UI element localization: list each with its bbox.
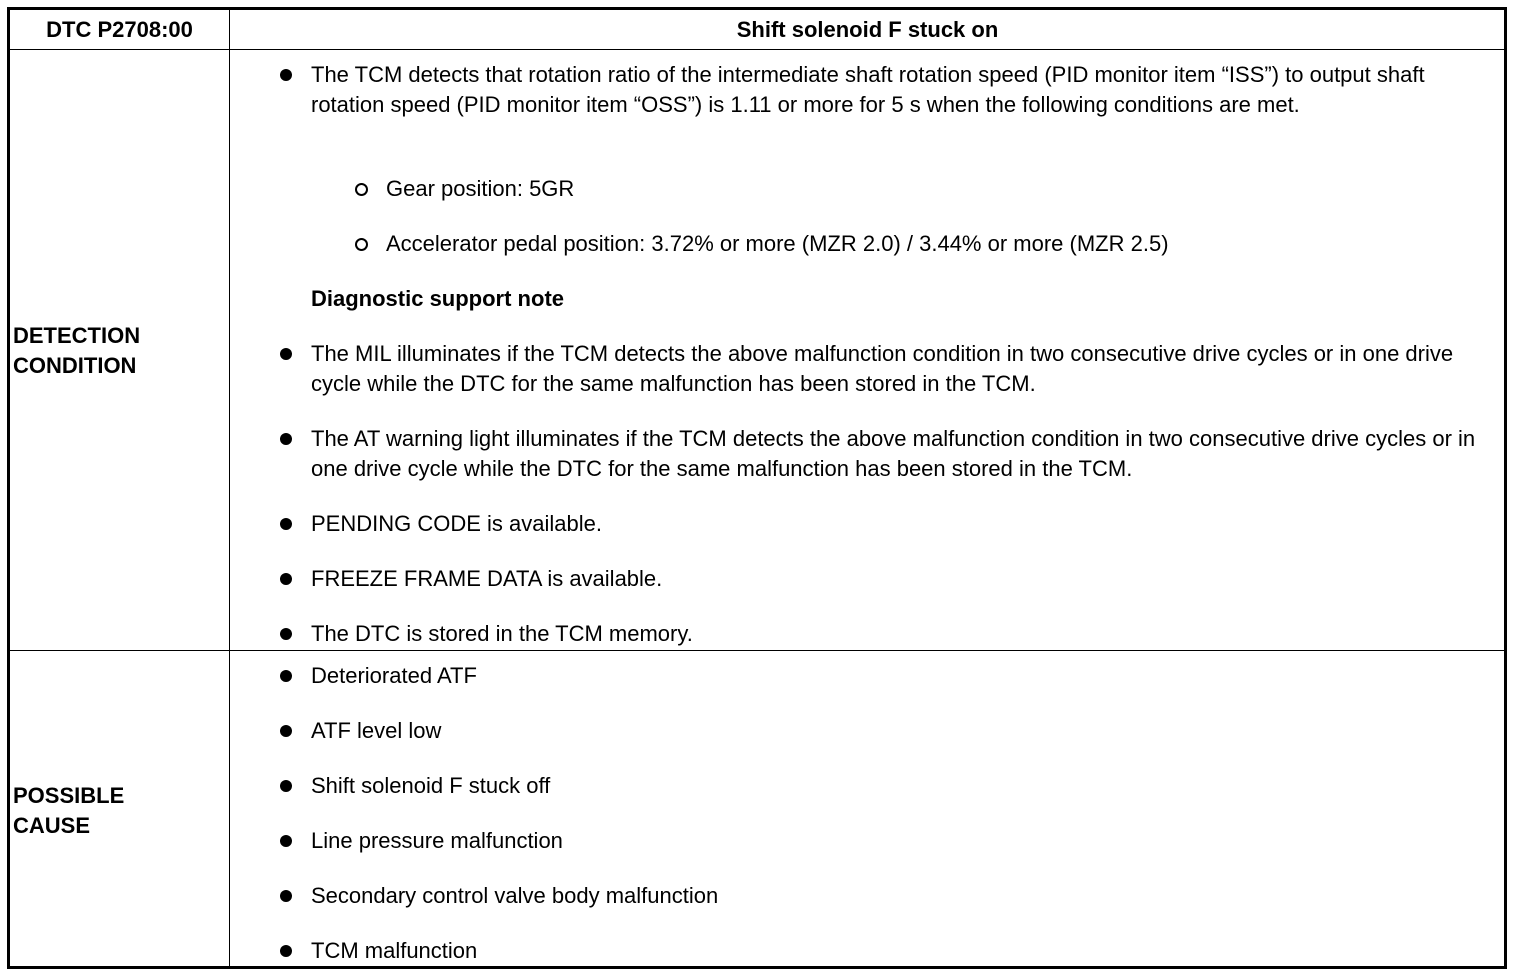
detection-item-4: PENDING CODE is available.: [280, 509, 1481, 539]
cause-label-line1: POSSIBLE: [13, 783, 125, 808]
detection-label-line1: DETECTION: [13, 323, 141, 348]
detection-condition-label: DETECTION CONDITION: [13, 321, 223, 381]
cause-item-2: ATF level low: [280, 716, 1481, 746]
detection-subitem-2: Accelerator pedal position: 3.72% or mor…: [355, 229, 1486, 259]
possible-cause-label: POSSIBLE CAUSE: [13, 781, 223, 841]
diagnostic-support-note-heading: Diagnostic support note: [311, 286, 564, 311]
cause-item-1: Deteriorated ATF: [280, 661, 1481, 691]
cause-item-5: Secondary control valve body malfunction: [280, 881, 1481, 911]
cause-item-4: Line pressure malfunction: [280, 826, 1481, 856]
column-divider: [229, 10, 230, 966]
cause-item-3: Shift solenoid F stuck off: [280, 771, 1481, 801]
detection-item-1: The TCM detects that rotation ratio of t…: [280, 60, 1481, 120]
header-divider: [10, 49, 1504, 50]
dtc-code: DTC P2708:00: [46, 16, 193, 42]
dtc-title: Shift solenoid F stuck on: [736, 16, 999, 42]
detection-subitem-1: Gear position: 5GR: [355, 174, 1486, 204]
cause-label-line2: CAUSE: [13, 813, 91, 838]
dtc-table: DTC P2708:00 Shift solenoid F stuck on D…: [7, 7, 1507, 969]
detection-item-5: FREEZE FRAME DATA is available.: [280, 564, 1481, 594]
detection-item-6: The DTC is stored in the TCM memory.: [280, 619, 1481, 649]
row-divider: [10, 650, 1504, 651]
detection-label-line2: CONDITION: [13, 353, 137, 378]
cause-item-6: TCM malfunction: [280, 936, 1481, 966]
detection-item-3: The AT warning light illuminates if the …: [280, 424, 1481, 484]
detection-item-2: The MIL illuminates if the TCM detects t…: [280, 339, 1481, 399]
